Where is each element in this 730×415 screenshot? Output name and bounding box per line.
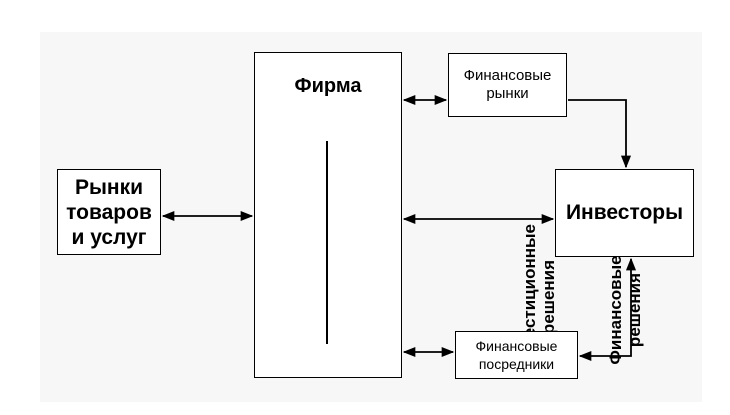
diagram-canvas: Рынки товаров и услуг Фирма Инвестиционн… xyxy=(57,52,694,379)
firm-title: Фирма xyxy=(294,75,362,97)
firm-box: Фирма Инвестиционные решения Финансовые … xyxy=(254,52,644,378)
goods-services-markets-label: Рынки товаров и услуг xyxy=(66,175,152,249)
firm-divider xyxy=(326,141,328,344)
goods-services-markets-box: Рынки товаров и услуг xyxy=(57,169,161,255)
financial-markets-box: Финансовые рынки xyxy=(448,53,567,117)
investors-label: Инвесторы xyxy=(565,201,684,224)
financial-markets-investors-arrow xyxy=(568,99,632,169)
financial-intermediaries-box: Финансовые посредники xyxy=(455,331,578,379)
investors-box: Инвесторы xyxy=(555,169,694,257)
financial-intermediaries-label: Финансовые посредники xyxy=(475,338,558,372)
intermediaries-investors-arrow xyxy=(578,257,637,362)
financial-markets-label: Финансовые рынки xyxy=(463,67,552,102)
connector-arrows xyxy=(161,94,637,362)
